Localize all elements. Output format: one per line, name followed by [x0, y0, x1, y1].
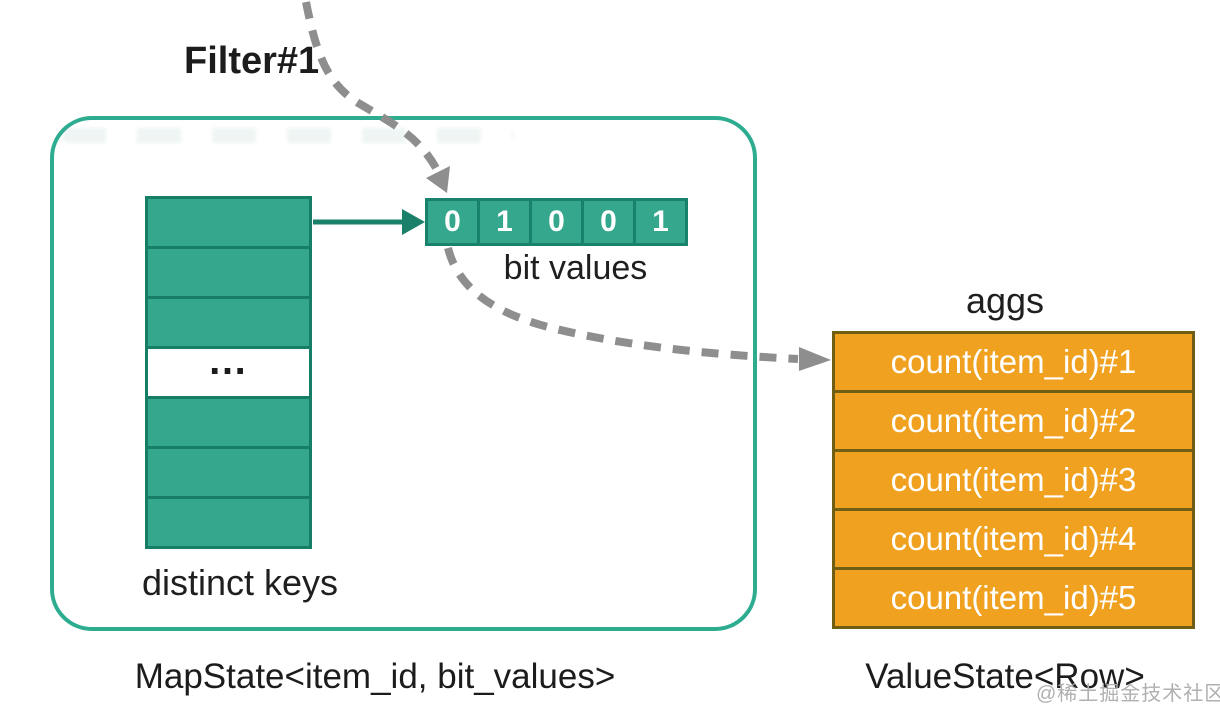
bit-cell: 1	[633, 198, 688, 246]
distinct-key-row	[145, 246, 312, 299]
ellipsis-text: …	[207, 339, 250, 383]
filter-label: Filter#1	[184, 40, 320, 82]
watermark: @稀土掘金技术社区	[1036, 683, 1220, 705]
aggs-label: aggs	[965, 280, 1045, 321]
distinct-key-row	[145, 446, 312, 499]
bit-cell: 1	[477, 198, 532, 246]
distinct-key-row	[145, 396, 312, 449]
agg-row: count(item_id)#5	[832, 567, 1195, 629]
distinct-key-row	[145, 496, 312, 549]
distinct-keys-label: distinct keys	[141, 562, 339, 603]
bit-values-label: bit values	[503, 249, 648, 287]
agg-row: count(item_id)#3	[832, 449, 1195, 511]
bit-cell: 0	[581, 198, 636, 246]
agg-row: count(item_id)#4	[832, 508, 1195, 570]
bit-cell: 0	[425, 198, 480, 246]
distinct-key-ellipsis-row: …	[145, 339, 312, 399]
agg-row: count(item_id)#2	[832, 390, 1195, 452]
mapstate-caption: MapState<item_id, bit_values>	[134, 657, 616, 696]
faint-watermark-strip	[62, 128, 514, 143]
aggs-stack: count(item_id)#1 count(item_id)#2 count(…	[832, 331, 1195, 629]
agg-row: count(item_id)#1	[832, 331, 1195, 393]
distinct-keys-stack: …	[145, 196, 312, 549]
valuestate-caption: ValueState<Row>	[865, 657, 1145, 696]
distinct-key-row	[145, 196, 312, 249]
bit-cell: 0	[529, 198, 584, 246]
bit-values-array: 0 1 0 0 1	[425, 198, 688, 246]
